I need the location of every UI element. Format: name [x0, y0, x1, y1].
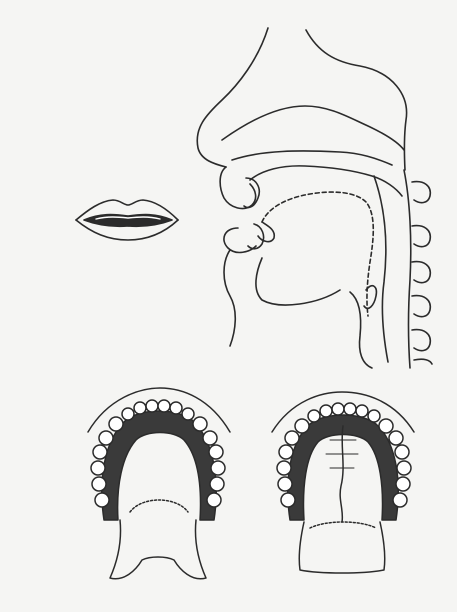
tongue-tip: [258, 222, 274, 242]
palatogram-left-tongue: [110, 520, 206, 579]
spine-front-line: [404, 170, 411, 368]
palatogram-right-velum: [310, 522, 376, 528]
sagittal-section: [197, 28, 432, 368]
nasal-passage: [222, 106, 404, 150]
upper-incisor: [244, 178, 259, 208]
palatogram-left: [88, 388, 230, 579]
vertebra-4: [412, 296, 430, 317]
palatogram-right-throat: [299, 522, 385, 573]
lower-incisor: [248, 224, 264, 249]
vertebra-2: [412, 226, 430, 247]
pharynx-front: [350, 292, 372, 368]
pharynx-back: [374, 176, 388, 362]
epiglottis: [364, 286, 376, 309]
jaw-floor: [256, 258, 340, 305]
vertebra-3: [412, 262, 430, 283]
nasal-cavity-top: [306, 30, 407, 170]
hard-palate-upper: [232, 151, 392, 165]
upper-lip: [220, 167, 256, 209]
vertebra-5: [412, 330, 430, 351]
lips-front-view: [76, 200, 178, 240]
chin-outline: [224, 250, 235, 346]
vertebra-1: [412, 182, 430, 203]
vertebra-6: [414, 359, 432, 364]
face-profile-outline: [197, 28, 268, 167]
palatogram-right: [272, 392, 414, 573]
lip-opening: [84, 215, 172, 227]
tongue-dashed-outline: [262, 192, 373, 316]
palatogram-left-uvula: [130, 500, 188, 512]
